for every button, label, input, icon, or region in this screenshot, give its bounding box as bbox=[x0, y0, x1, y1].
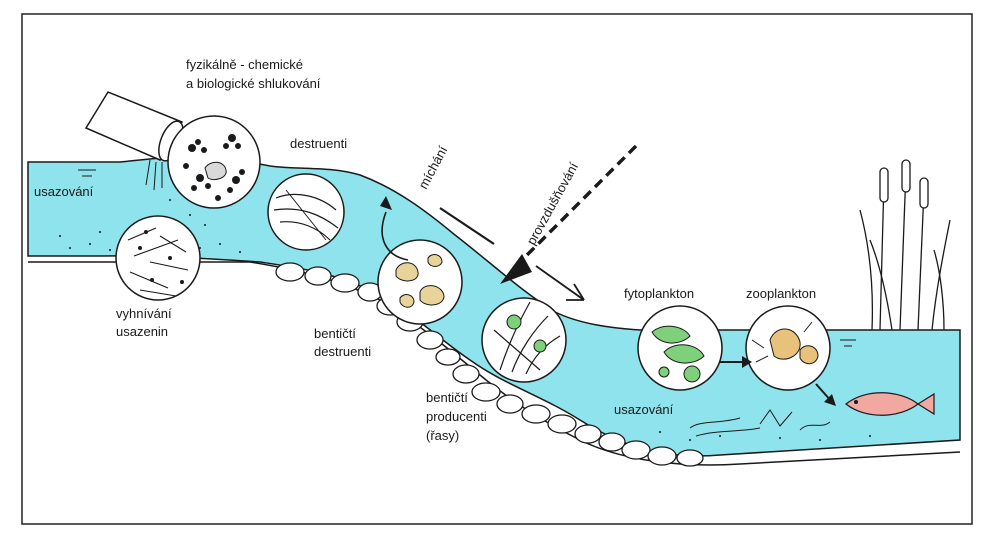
zooplankton-circle bbox=[746, 306, 830, 390]
sediment-decay-label-2: usazenin bbox=[116, 324, 168, 339]
sediment-decay-label-1: vyhnívání bbox=[116, 306, 172, 321]
benthic-producers-label-3: (řasy) bbox=[426, 428, 459, 443]
sedimentation-left-label: usazování bbox=[34, 184, 94, 199]
aggregation-label-2: a biologické shlukování bbox=[186, 76, 321, 91]
benthic-producers-circle bbox=[482, 298, 566, 382]
benthic-producers-label-2: producenti bbox=[426, 409, 487, 424]
destruents-circle bbox=[268, 174, 344, 250]
aggregation-circle bbox=[168, 116, 260, 208]
sediment-decay-circle bbox=[116, 216, 200, 300]
benthic-destruents-label-1: bentičtí bbox=[314, 326, 356, 341]
benthic-producers-label-1: bentičtí bbox=[426, 390, 468, 405]
phytoplankton-label: fytoplankton bbox=[624, 286, 694, 301]
destruents-label: destruenti bbox=[290, 136, 347, 151]
sedimentation-right-label: usazování bbox=[614, 402, 674, 417]
zooplankton-label: zooplankton bbox=[746, 286, 816, 301]
aggregation-label-1: fyzikálně - chemické bbox=[186, 57, 303, 72]
benthic-destruents-label-2: destruenti bbox=[314, 344, 371, 359]
phytoplankton-circle bbox=[638, 306, 722, 390]
